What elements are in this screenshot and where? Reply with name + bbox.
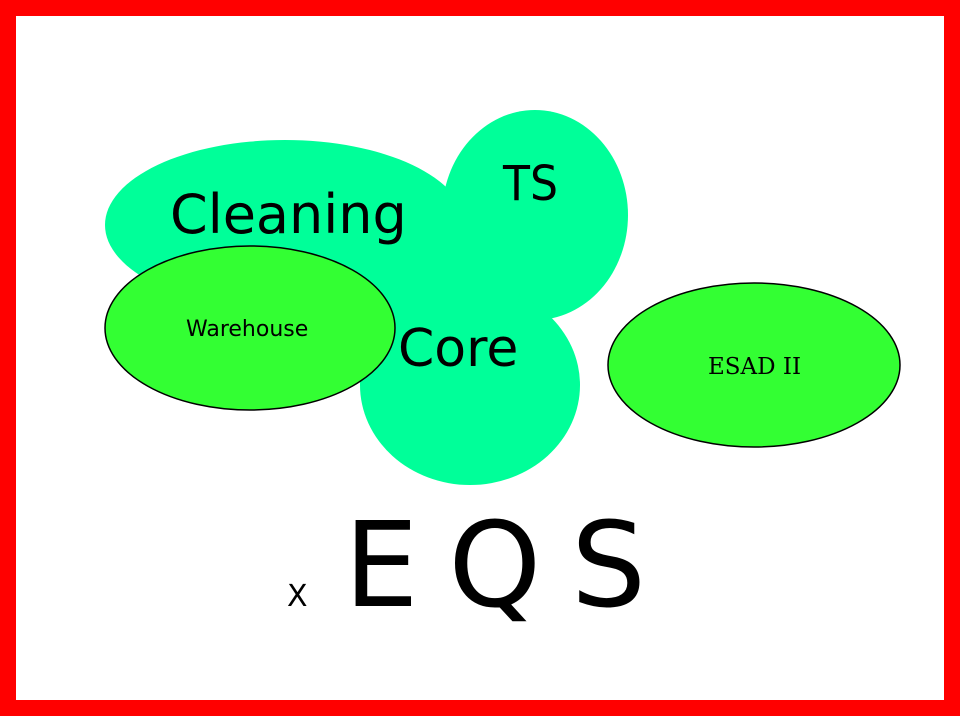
warehouse-ellipse <box>104 245 396 411</box>
ts-label: TS <box>502 156 558 212</box>
cleaning-label: Cleaning <box>170 183 407 246</box>
esad-ellipse <box>607 282 901 448</box>
warehouse-label: Warehouse <box>186 317 308 342</box>
esad-label: ESAD II <box>708 354 801 380</box>
eqs-label: E Q S <box>344 496 646 634</box>
core-label: Core <box>398 319 518 379</box>
x-label: X <box>287 579 308 614</box>
